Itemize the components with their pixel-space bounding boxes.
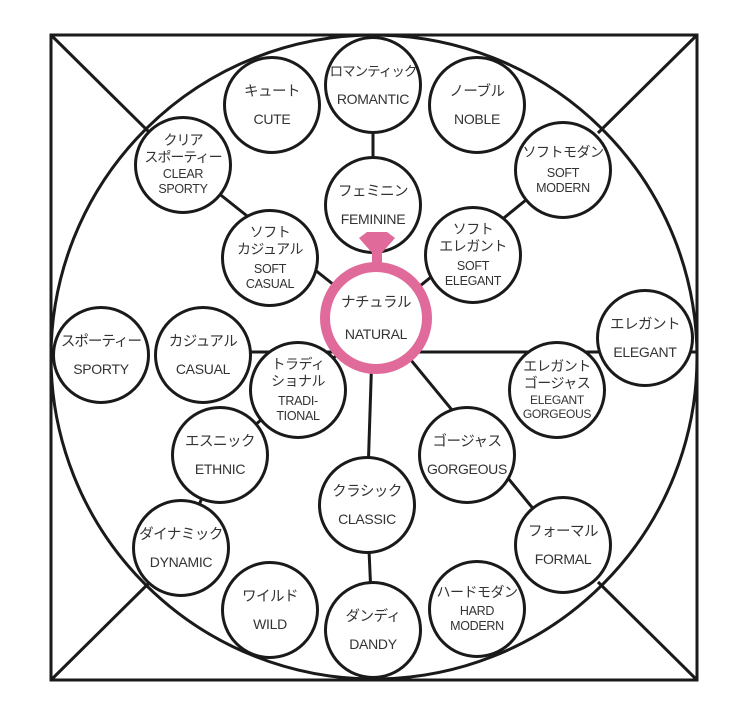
node-romantic[interactable]: ロマンティック ROMANTIC (324, 36, 422, 134)
node-traditional-jp: トラディ ショナル (271, 356, 326, 390)
node-wild-en: WILD (253, 615, 287, 632)
node-dandy-en: DANDY (349, 635, 397, 652)
node-hard-modern-en: HARD MODERN (450, 603, 504, 633)
node-gorgeous-en: GORGEOUS (426, 460, 508, 477)
node-soft-casual[interactable]: ソフト カジュアル SOFT CASUAL (221, 209, 319, 307)
node-formal-en: FORMAL (534, 550, 592, 567)
node-elegant-gorgeous-jp: エレガント ゴージャス (523, 359, 591, 392)
node-hard-modern-jp: ハードモダン (436, 584, 519, 601)
node-noble-en: NOBLE (454, 110, 500, 127)
node-noble-jp: ノーブル (449, 83, 505, 100)
node-soft-elegant-jp: ソフト エレガント (439, 221, 507, 255)
node-classic-en: CLASSIC (338, 510, 396, 527)
node-casual-en: CASUAL (175, 360, 231, 377)
node-elegant[interactable]: エレガント ELEGANT (596, 289, 694, 387)
node-soft-elegant-en: SOFT ELEGANT (444, 258, 502, 288)
node-natural[interactable]: ナチュラル NATURAL (320, 262, 432, 374)
node-natural-en: NATURAL (344, 325, 408, 342)
node-soft-casual-en: SOFT CASUAL (245, 261, 295, 291)
node-elegant-en: ELEGANT (613, 343, 677, 360)
node-dandy-jp: ダンディ (345, 608, 402, 625)
node-formal[interactable]: フォーマル FORMAL (514, 496, 612, 594)
node-sporty-jp: スポーティー (60, 333, 142, 350)
node-elegant-gorgeous-en: ELEGANT GORGEOUS (522, 393, 592, 421)
node-feminine-en: FEMININE (340, 210, 406, 227)
node-cute[interactable]: キュート CUTE (223, 56, 321, 154)
node-feminine-jp: フェミニン (338, 183, 409, 200)
node-natural-jp: ナチュラル (341, 294, 412, 311)
node-traditional-en: TRADI- TIONAL (276, 393, 320, 423)
node-wild[interactable]: ワイルド WILD (221, 561, 319, 659)
node-cute-jp: キュート (244, 83, 301, 100)
node-romantic-en: ROMANTIC (336, 90, 410, 107)
node-clear-sporty-jp: クリア スポーティー (144, 133, 222, 166)
node-clear-sporty[interactable]: クリア スポーティー CLEAR SPORTY (134, 116, 232, 214)
node-casual-jp: カジュアル (168, 333, 238, 350)
diagonal-top-left (49, 33, 152, 135)
node-dandy[interactable]: ダンディ DANDY (324, 581, 422, 679)
node-dynamic-en: DYNAMIC (149, 553, 213, 570)
node-elegant-gorgeous[interactable]: エレガント ゴージャス ELEGANT GORGEOUS (508, 341, 606, 439)
node-dynamic[interactable]: ダイナミック DYNAMIC (132, 499, 230, 597)
node-ethnic[interactable]: エスニック ETHNIC (171, 406, 269, 504)
node-classic-jp: クラシック (332, 483, 402, 500)
node-ethnic-jp: エスニック (185, 433, 256, 450)
node-gorgeous[interactable]: ゴージャス GORGEOUS (418, 406, 516, 504)
node-soft-modern-en: SOFT MODERN (536, 165, 590, 195)
node-classic[interactable]: クラシック CLASSIC (318, 456, 416, 554)
node-wild-jp: ワイルド (242, 588, 299, 605)
node-noble[interactable]: ノーブル NOBLE (428, 56, 526, 154)
node-formal-jp: フォーマル (528, 523, 599, 540)
node-sporty[interactable]: スポーティー SPORTY (52, 306, 150, 404)
node-traditional[interactable]: トラディ ショナル TRADI- TIONAL (249, 341, 347, 439)
ring-icon (359, 232, 395, 266)
node-soft-elegant[interactable]: ソフト エレガント SOFT ELEGANT (424, 206, 522, 304)
node-sporty-en: SPORTY (73, 360, 129, 377)
node-dynamic-jp: ダイナミック (139, 526, 223, 543)
node-soft-modern-jp: ソフトモダン (522, 144, 605, 161)
node-clear-sporty-en: CLEAR SPORTY (158, 167, 208, 196)
node-elegant-jp: エレガント (610, 316, 681, 333)
node-romantic-jp: ロマンティック (329, 63, 418, 80)
diagonal-bottom-right (596, 580, 699, 682)
outer-ellipse (49, 33, 699, 681)
node-gorgeous-jp: ゴージャス (432, 433, 503, 450)
node-cute-en: CUTE (253, 110, 291, 127)
node-ethnic-en: ETHNIC (194, 460, 246, 477)
node-soft-casual-jp: ソフト カジュアル (236, 224, 304, 258)
node-casual[interactable]: カジュアル CASUAL (154, 306, 252, 404)
node-soft-modern[interactable]: ソフトモダン SOFT MODERN (514, 121, 612, 219)
diagonal-bottom-left (49, 580, 152, 682)
diagonal-top-right (596, 33, 699, 135)
node-hard-modern[interactable]: ハードモダン HARD MODERN (428, 560, 526, 658)
